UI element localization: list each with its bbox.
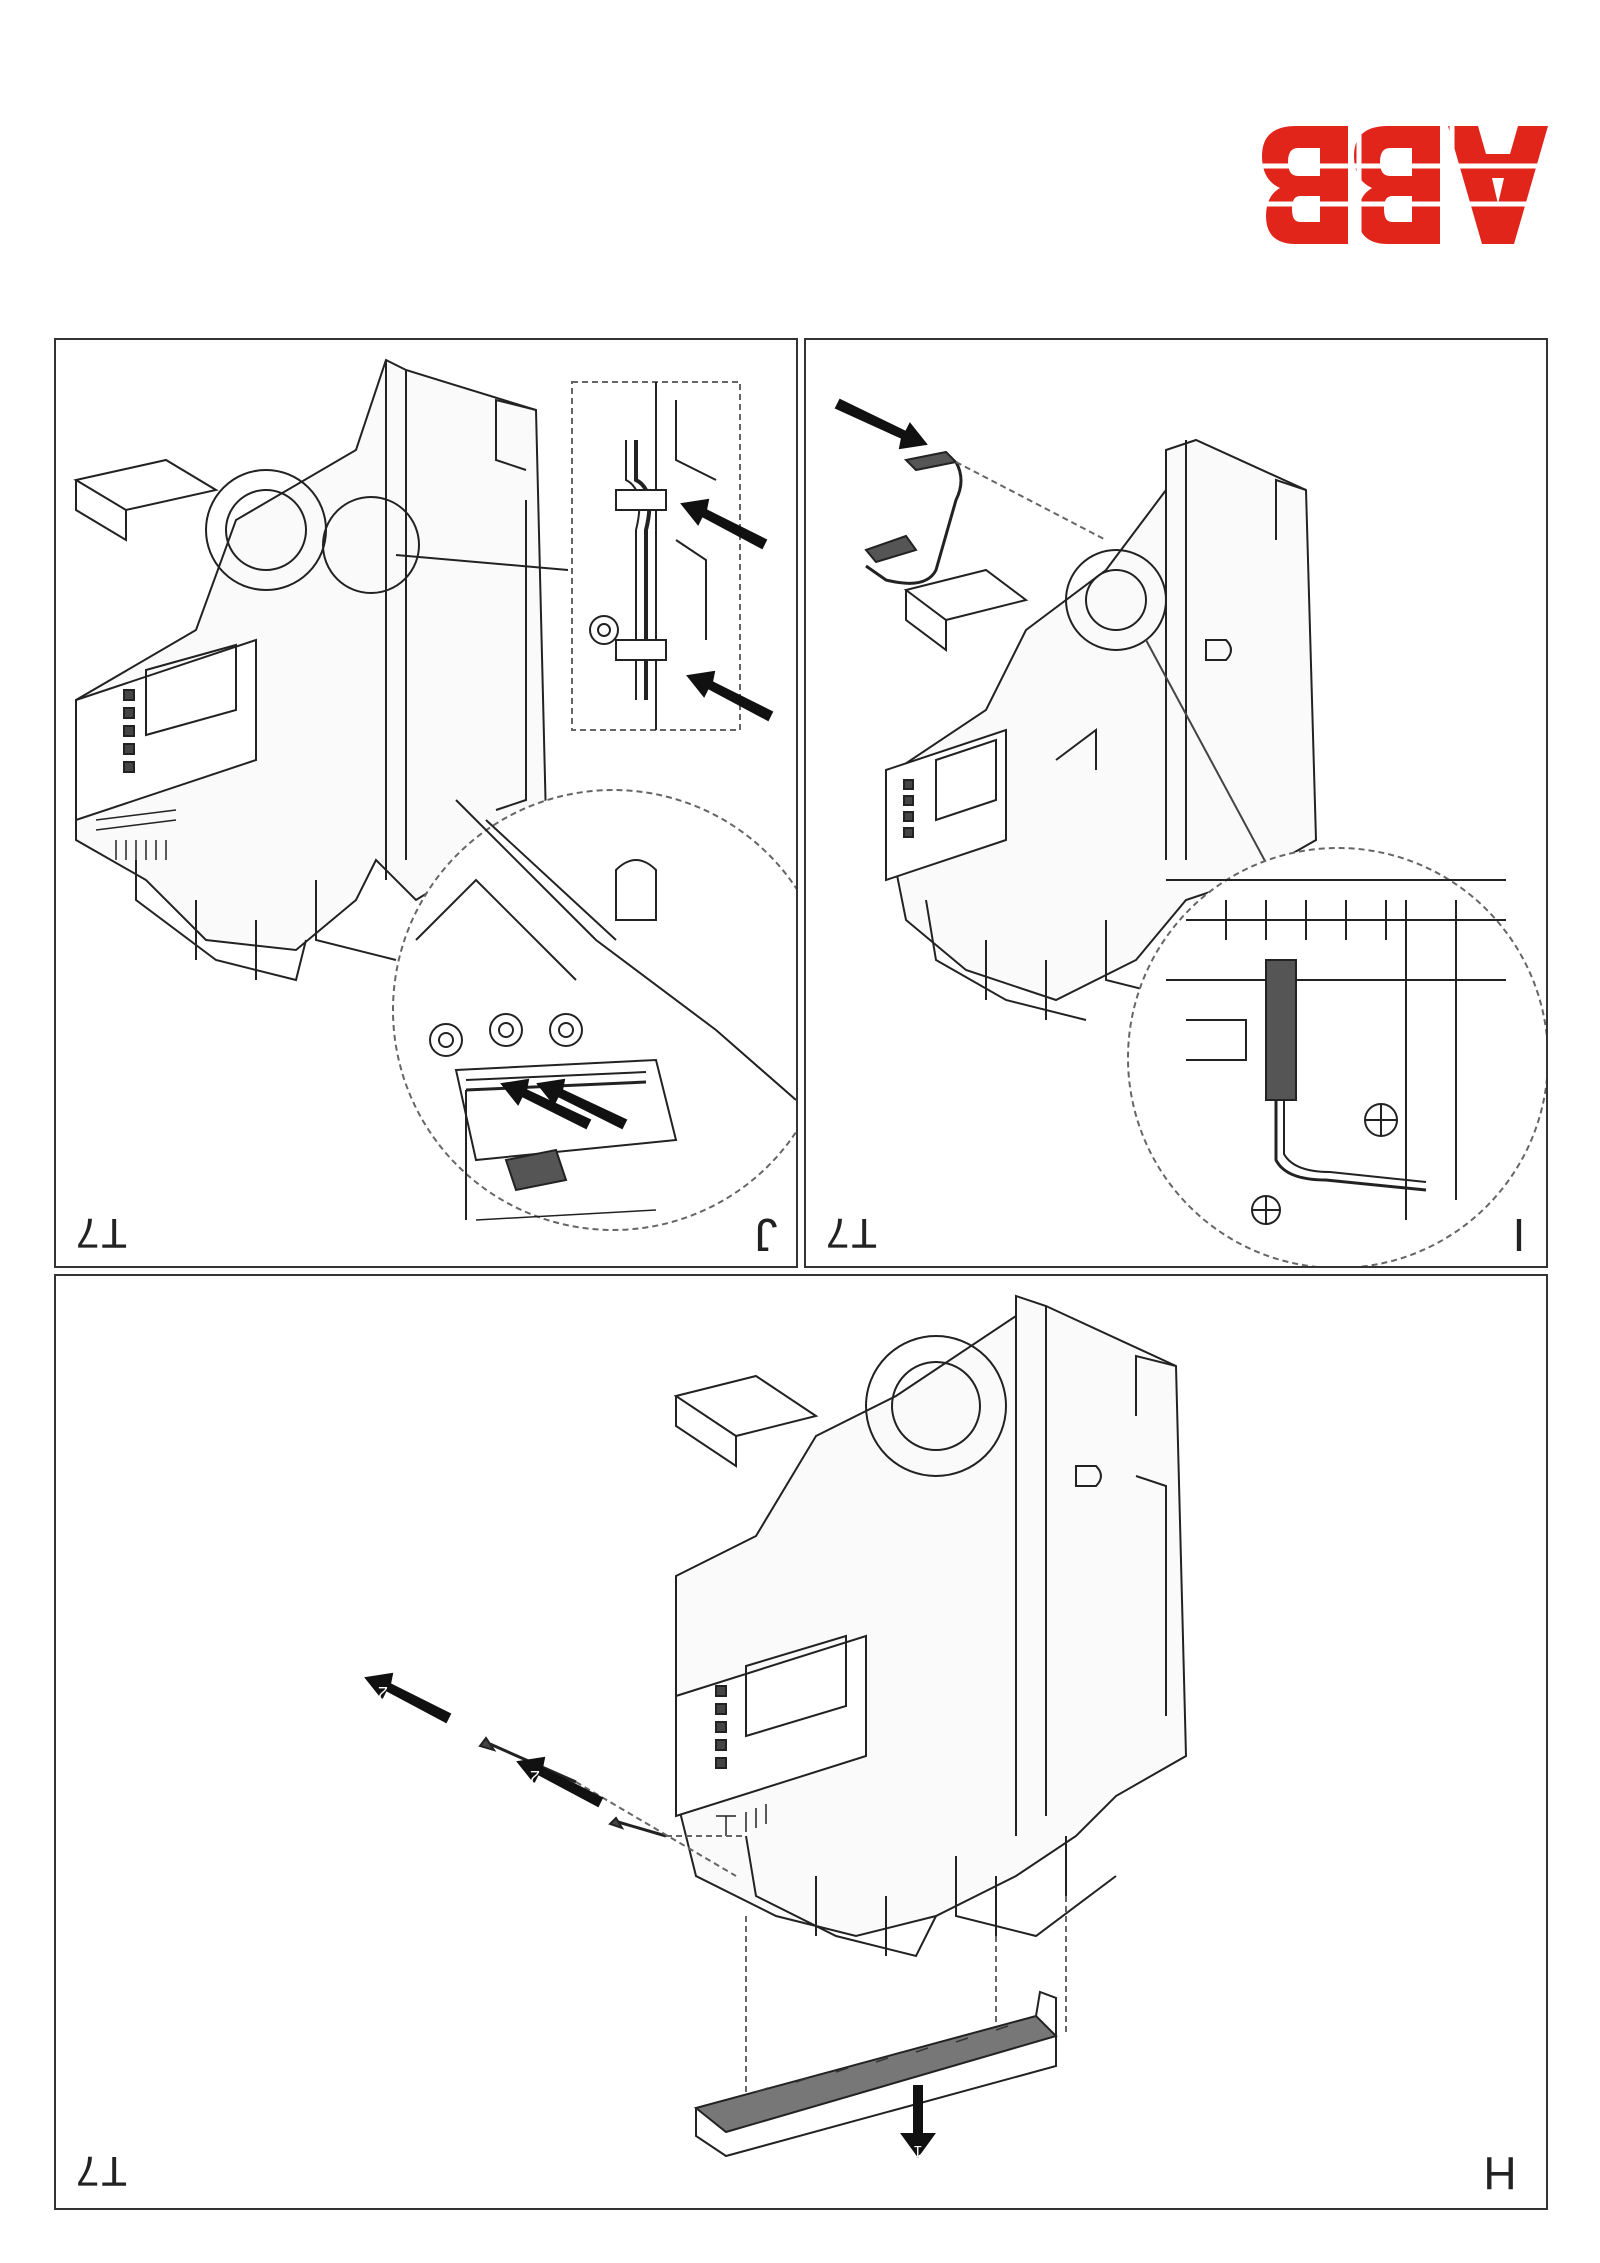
breaker-drawing-h: 2 2 1: [364, 1294, 1188, 2159]
arrow-number: 2: [530, 1767, 540, 1787]
breaker-drawing-j: [73, 358, 796, 1231]
arrow-number: 2: [378, 1683, 388, 1703]
model-label: T7: [74, 1210, 128, 1257]
step-letter: I: [1512, 1209, 1526, 1261]
panel-step-i: I T7: [804, 338, 1548, 1268]
breaker-drawing-i: [834, 398, 1546, 1266]
arrow-number: 1: [913, 2142, 922, 2159]
panel-step-j: J T7: [54, 338, 798, 1268]
step-letter: H: [1483, 2147, 1517, 2199]
panel-step-h: 2 2 1 H T7: [54, 1274, 1548, 2210]
step-letter: J: [754, 1209, 778, 1261]
model-label: T7: [74, 2148, 128, 2195]
model-label: T7: [824, 1210, 878, 1257]
abb-logo: [1256, 126, 1548, 244]
